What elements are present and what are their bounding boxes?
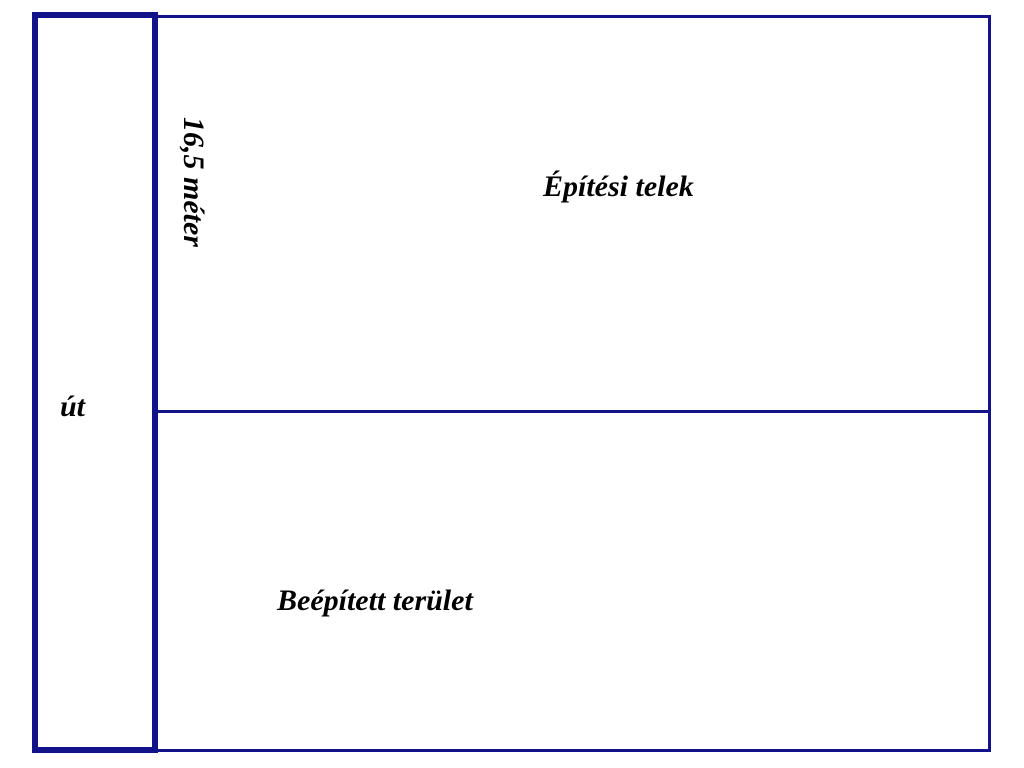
- plot-outline: [155, 15, 991, 752]
- width-dimension-label: 16,5 méter: [177, 117, 210, 247]
- building-plot-label: Építési telek: [543, 170, 694, 203]
- plot-divider-line: [155, 410, 989, 413]
- built-area-label: Beépített terület: [277, 584, 473, 617]
- road-label: út: [60, 390, 86, 423]
- road-strip: [32, 12, 158, 753]
